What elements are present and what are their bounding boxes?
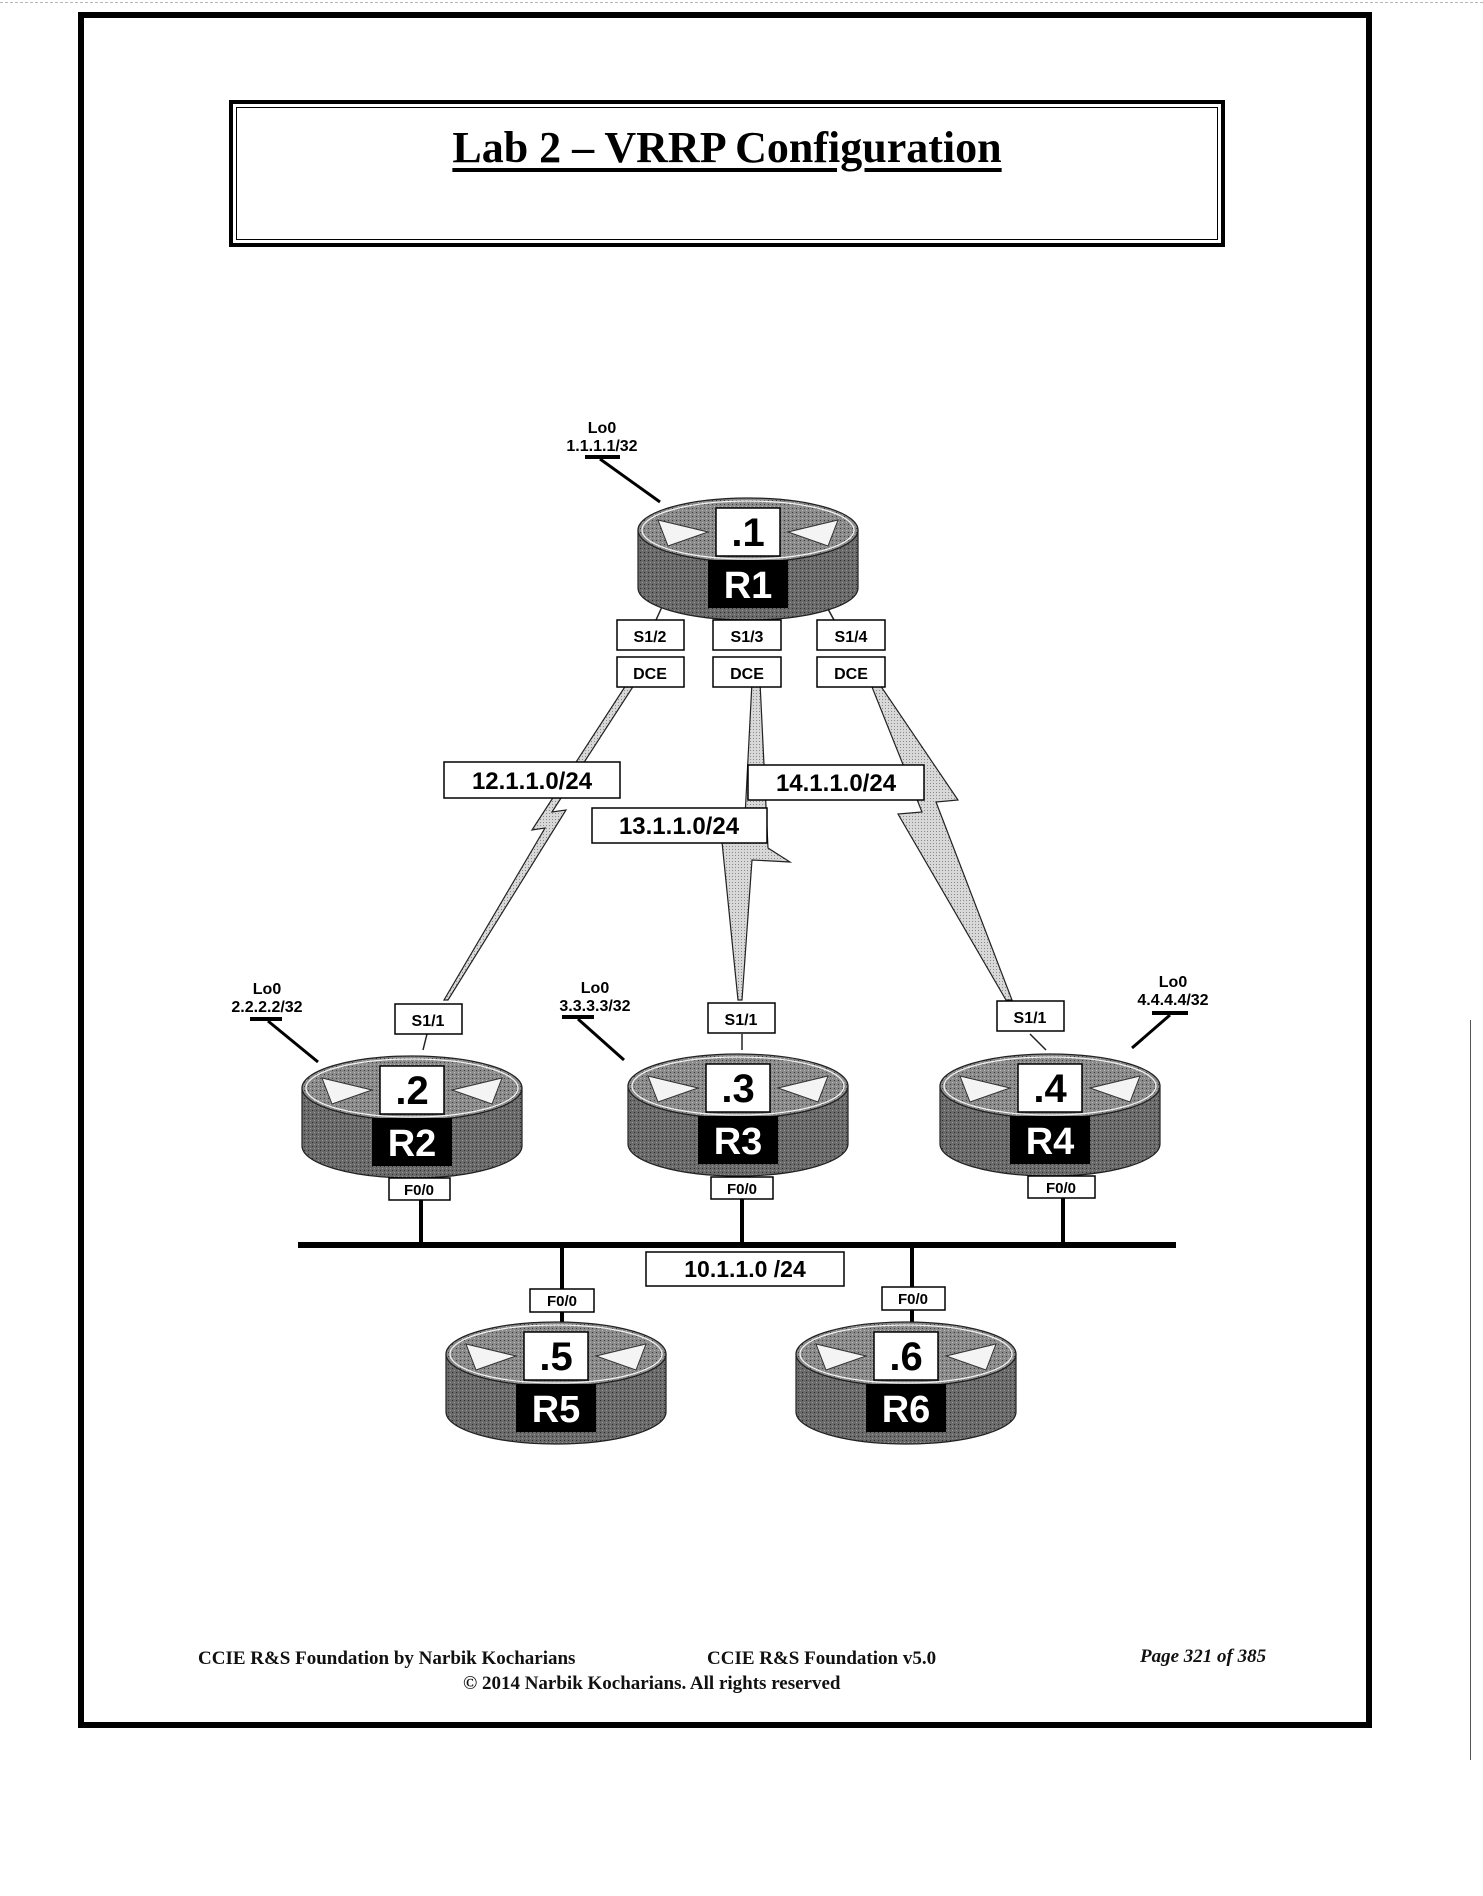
r3-loopback-address: 3.3.3.3/32 [559, 998, 630, 1015]
router-r2-name-plate [372, 1118, 452, 1166]
router-r3-name: R3 [714, 1121, 763, 1163]
r1-s1-3-dce-label: DCE [712, 656, 782, 688]
router-r3-host-label: .3 [721, 1067, 754, 1111]
footer-author: CCIE R&S Foundation by Narbik Kocharians [198, 1648, 576, 1669]
r1-s1-2-dce-label: DCE [616, 656, 685, 688]
router-r5-host-label: .5 [539, 1335, 572, 1379]
loopback-r2 [250, 1017, 319, 1064]
r1-s1-2-label: S1/2 [616, 619, 685, 651]
svg-text:F0/0: F0/0 [898, 1291, 928, 1308]
router-r4-name-plate [1010, 1116, 1090, 1164]
title-box: Lab 2 – VRRP Configuration [229, 100, 1225, 247]
page-frame [78, 12, 1372, 1728]
router-r1-host-label: .1 [731, 511, 764, 555]
serial-link-r1-r2 [442, 681, 638, 1001]
r2-s1-1-label: S1/1 [394, 1003, 463, 1035]
svg-text:F0/0: F0/0 [727, 1181, 757, 1198]
serial-link-r1-r4 [869, 681, 1013, 1001]
footer-page-number: Page 321 of 385 [1140, 1646, 1267, 1667]
r1-s1-3-label: S1/3 [712, 619, 782, 651]
router-r1-name-plate [708, 560, 788, 608]
svg-text:S1/1: S1/1 [725, 1012, 758, 1029]
r4-loopback-name: Lo0 [1159, 974, 1188, 991]
router-r5-host-box [523, 1331, 589, 1381]
router-r2-host-box [379, 1065, 445, 1115]
page-title: Lab 2 – VRRP Configuration [452, 123, 1002, 172]
svg-text:DCE: DCE [834, 666, 868, 683]
svg-text:S1/1: S1/1 [1014, 1010, 1047, 1027]
router-r6-host-box [873, 1331, 939, 1381]
svg-text:S1/4: S1/4 [835, 629, 868, 646]
r4-loopback-address: 4.4.4.4/32 [1137, 992, 1208, 1009]
svg-text:F0/0: F0/0 [404, 1182, 434, 1199]
loopback-r1 [585, 455, 661, 504]
router-r4[interactable]: .4 R4 [939, 1053, 1161, 1177]
r1-loopback-name: Lo0 [588, 420, 617, 437]
r3-f0-0-label: F0/0 [710, 1176, 774, 1200]
router-r4-name: R4 [1026, 1121, 1075, 1163]
r5-f0-0-label: F0/0 [529, 1288, 595, 1313]
svg-text:F0/0: F0/0 [1046, 1180, 1076, 1197]
r1-s1-4-dce-label: DCE [816, 656, 886, 688]
router-r6-name-plate [866, 1384, 946, 1432]
router-r5[interactable]: .5 R5 [445, 1321, 667, 1445]
router-r4-host-box [1017, 1063, 1083, 1113]
router-r1-name: R1 [724, 565, 773, 607]
r2-loopback-name: Lo0 [253, 981, 282, 998]
title-box-inner-border [236, 107, 1218, 240]
r2-f0-0-label: F0/0 [388, 1177, 451, 1201]
svg-text:S1/2: S1/2 [634, 629, 667, 646]
scan-page-edge [1470, 1020, 1471, 1760]
svg-text:DCE: DCE [633, 666, 667, 683]
svg-text:10.1.1.0 /24: 10.1.1.0 /24 [684, 1256, 806, 1282]
r6-f0-0-label: F0/0 [881, 1286, 946, 1311]
network-label-lan: 10.1.1.0 /24 [645, 1251, 845, 1287]
svg-text:DCE: DCE [730, 666, 764, 683]
router-r2[interactable]: .2 R2 [301, 1055, 523, 1179]
router-r2-host-label: .2 [395, 1069, 428, 1113]
r4-s1-1-label: S1/1 [996, 1000, 1065, 1032]
scan-artifact-line [0, 2, 1483, 4]
router-r5-name-plate [516, 1384, 596, 1432]
router-r5-name: R5 [532, 1389, 581, 1431]
svg-text:12.1.1.0/24: 12.1.1.0/24 [472, 768, 593, 795]
r1-loopback-address: 1.1.1.1/32 [566, 438, 637, 455]
r4-f0-0-label: F0/0 [1027, 1175, 1096, 1199]
router-r6-name: R6 [882, 1389, 931, 1431]
router-r1[interactable]: .1 R1 [637, 497, 859, 621]
svg-text:13.1.1.0/24: 13.1.1.0/24 [619, 813, 740, 840]
router-r6[interactable]: .6 R6 [795, 1321, 1017, 1445]
r3-loopback-name: Lo0 [581, 980, 610, 997]
router-r3[interactable]: .3 R3 [627, 1053, 849, 1177]
svg-text:F0/0: F0/0 [547, 1293, 577, 1310]
router-r4-host-label: .4 [1033, 1067, 1067, 1111]
router-r1-host-box [715, 507, 781, 557]
network-label-14: 14.1.1.0/24 [747, 764, 925, 801]
network-label-13: 13.1.1.0/24 [591, 807, 768, 844]
footer-copyright: © 2014 Narbik Kocharians. All rights res… [463, 1673, 841, 1694]
r2-loopback-address: 2.2.2.2/32 [231, 999, 302, 1016]
footer-course: CCIE R&S Foundation v5.0 [707, 1648, 937, 1669]
r1-s1-4-label: S1/4 [816, 619, 886, 651]
loopback-r3 [562, 1015, 625, 1062]
svg-text:14.1.1.0/24: 14.1.1.0/24 [776, 770, 897, 797]
network-label-12: 12.1.1.0/24 [443, 761, 621, 799]
svg-text:S1/3: S1/3 [731, 629, 764, 646]
r3-s1-1-label: S1/1 [707, 1002, 776, 1034]
router-r3-host-box [705, 1063, 771, 1113]
svg-text:S1/1: S1/1 [412, 1013, 445, 1030]
loopback-r4 [1131, 1011, 1188, 1050]
router-r2-name: R2 [388, 1123, 437, 1165]
router-r6-host-label: .6 [889, 1335, 922, 1379]
router-r3-name-plate [698, 1116, 778, 1164]
